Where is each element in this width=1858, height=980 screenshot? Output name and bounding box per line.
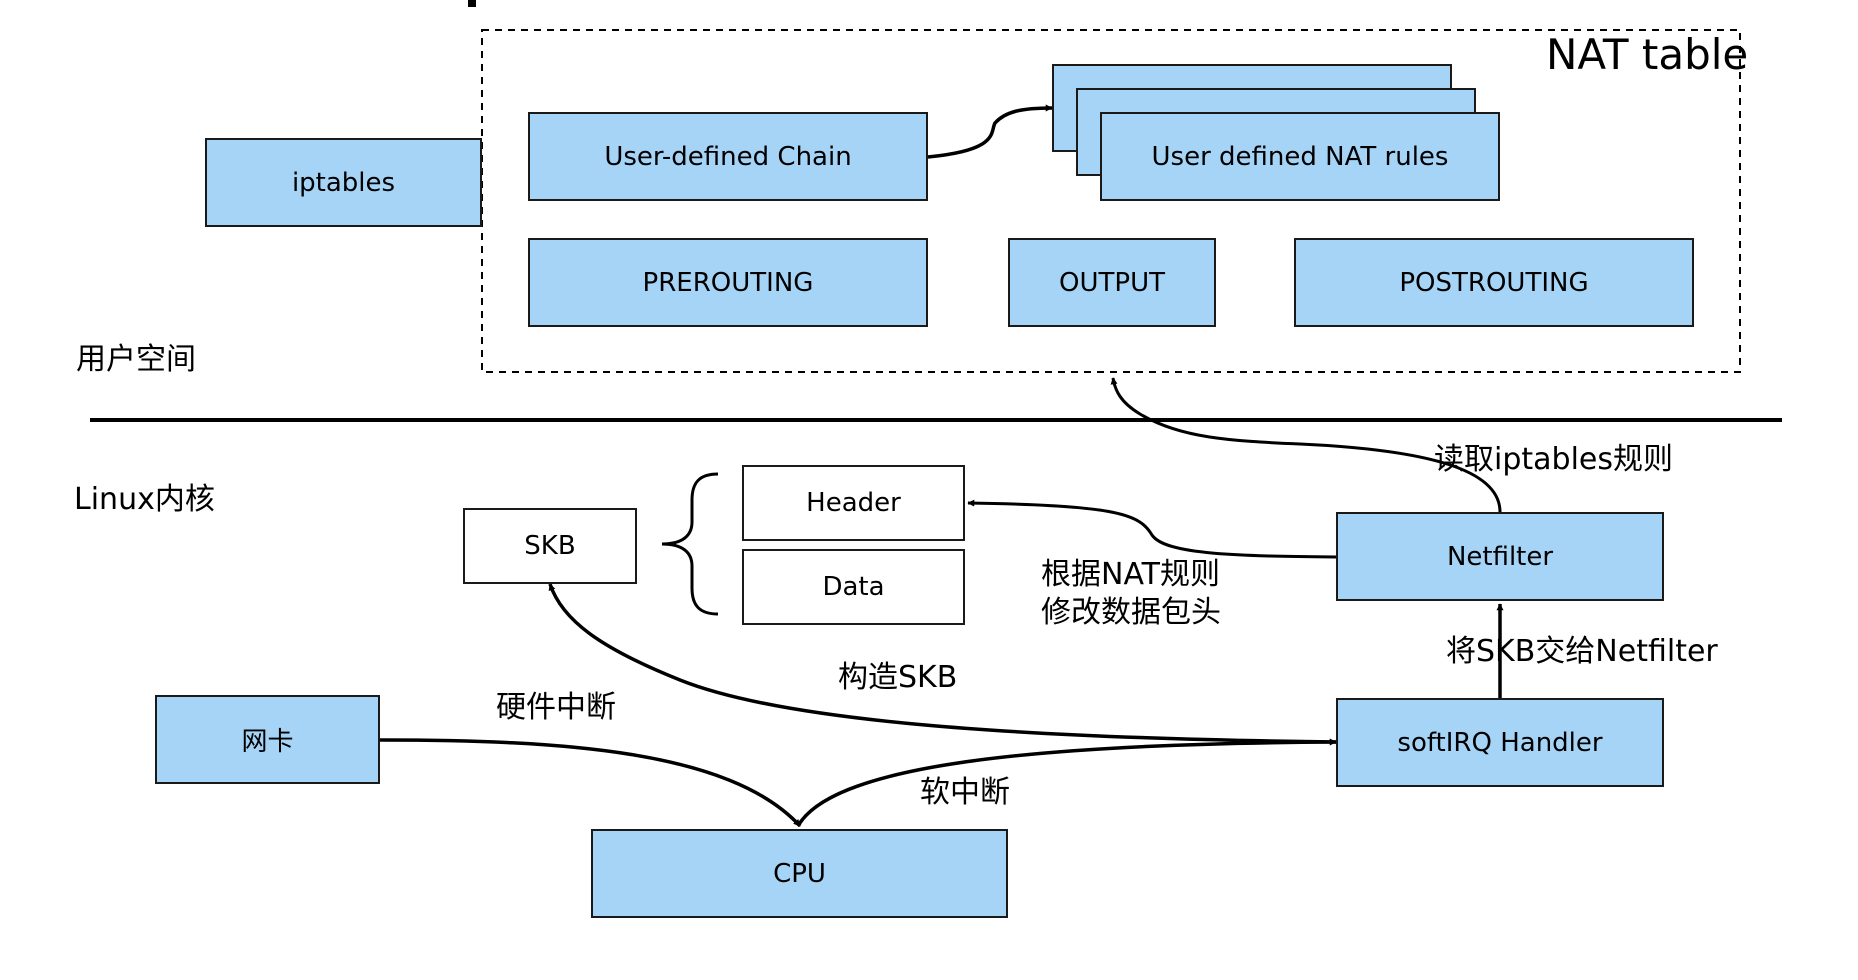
softirq-handler-box[interactable]: softIRQ Handler: [1336, 698, 1664, 787]
postrouting-box[interactable]: POSTROUTING: [1294, 238, 1694, 327]
nat-table-frame: [481, 29, 1741, 373]
modify-header-line1: 根据NAT规则: [1041, 557, 1220, 592]
arrow-softirq-to-skb: [548, 583, 1337, 744]
hand-to-netfilter-label: 将SKB交给Netfilter: [1446, 634, 1718, 669]
top-edge-mark: [468, 0, 476, 7]
nat-table-title: NAT table: [1546, 30, 1749, 79]
user-defined-chain-box[interactable]: User-defined Chain: [528, 112, 928, 201]
arrow-chain-to-rules: [927, 104, 1053, 159]
netfilter-box[interactable]: Netfilter: [1336, 512, 1664, 601]
software-interrupt-label: 软中断: [920, 775, 1010, 810]
arrow-netfilter-to-header: [967, 499, 1337, 559]
read-rules-label: 读取iptables规则: [1434, 442, 1673, 477]
hardware-interrupt-label: 硬件中断: [496, 690, 616, 725]
modify-header-label: 根据NAT规则 修改数据包头: [1041, 556, 1221, 631]
modify-header-line2: 修改数据包头: [1041, 594, 1221, 630]
header-box[interactable]: Header: [742, 465, 965, 541]
iptables-box[interactable]: iptables: [205, 138, 482, 227]
arrow-nic-to-cpu: [379, 738, 802, 828]
cpu-box[interactable]: CPU: [591, 829, 1008, 918]
arrow-cpu-to-softirq: [796, 738, 1337, 827]
prerouting-box[interactable]: PREROUTING: [528, 238, 928, 327]
arrow-netfilter-to-nat-table: [1110, 377, 1502, 513]
userspace-label: 用户空间: [76, 342, 196, 377]
skb-box[interactable]: SKB: [463, 508, 637, 584]
build-skb-label: 构造SKB: [838, 660, 958, 695]
skb-brace: [661, 472, 719, 616]
user-defined-nat-rules-box[interactable]: User defined NAT rules: [1100, 112, 1500, 201]
data-box[interactable]: Data: [742, 549, 965, 625]
output-box[interactable]: OUTPUT: [1008, 238, 1216, 327]
kernel-label: Linux内核: [74, 482, 215, 517]
nic-box[interactable]: 网卡: [155, 695, 380, 784]
